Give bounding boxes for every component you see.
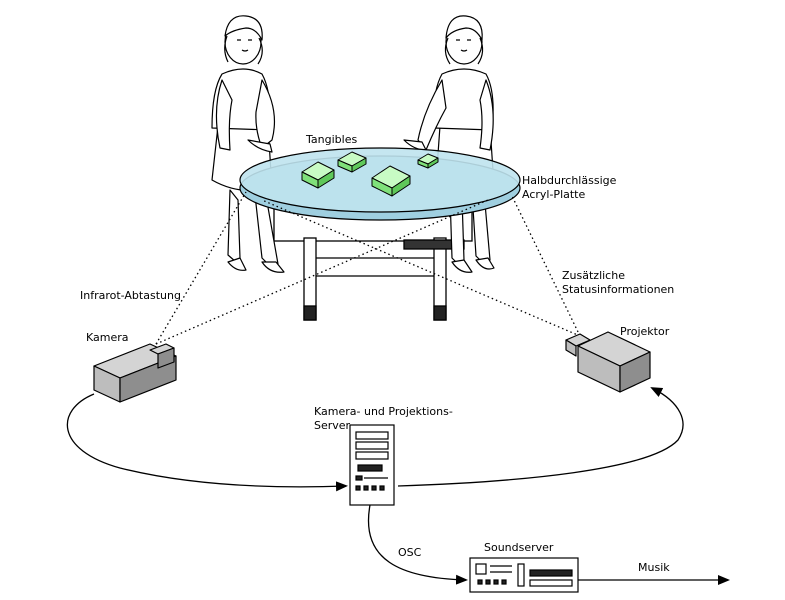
osc-arrow xyxy=(367,504,468,585)
camera-projection-server xyxy=(349,424,395,506)
label-camera: Kamera xyxy=(86,331,129,344)
label-plate-line1: Halbdurchlässige xyxy=(522,174,617,187)
label-music: Musik xyxy=(638,561,670,574)
tangible-cube-2 xyxy=(337,151,367,173)
tangible-cube-3 xyxy=(371,165,411,197)
label-status-line1: Zusätzliche xyxy=(562,269,625,282)
label-status-line2: Statusinformationen xyxy=(562,283,674,296)
label-osc: OSC xyxy=(398,546,422,559)
label-server-line1: Kamera- und Projektions- xyxy=(314,405,453,418)
label-infrared: Infrarot-Abtastung xyxy=(80,289,181,302)
label-server-line2: Server xyxy=(314,419,351,432)
camera-to-server-arrow xyxy=(66,393,348,492)
label-projector: Projektor xyxy=(620,325,670,338)
server-to-projector-arrow xyxy=(397,387,684,487)
label-plate-line2: Acryl-Platte xyxy=(522,188,585,201)
diagram-labels: Tangibles Halbdurchlässige Acryl-Platte … xyxy=(80,133,674,574)
sound-server xyxy=(469,557,579,593)
projector-device xyxy=(565,331,651,393)
dotted-sightlines xyxy=(155,191,581,345)
person-left xyxy=(211,15,285,273)
label-tangibles: Tangibles xyxy=(305,133,357,146)
label-soundserver: Soundserver xyxy=(484,541,554,554)
table-frame xyxy=(273,204,473,321)
camera-device xyxy=(93,343,177,403)
connection-arrows xyxy=(66,387,730,585)
tangible-objects xyxy=(301,151,439,197)
tangible-cube-4 xyxy=(417,153,439,169)
tangible-cube-1 xyxy=(301,161,335,189)
